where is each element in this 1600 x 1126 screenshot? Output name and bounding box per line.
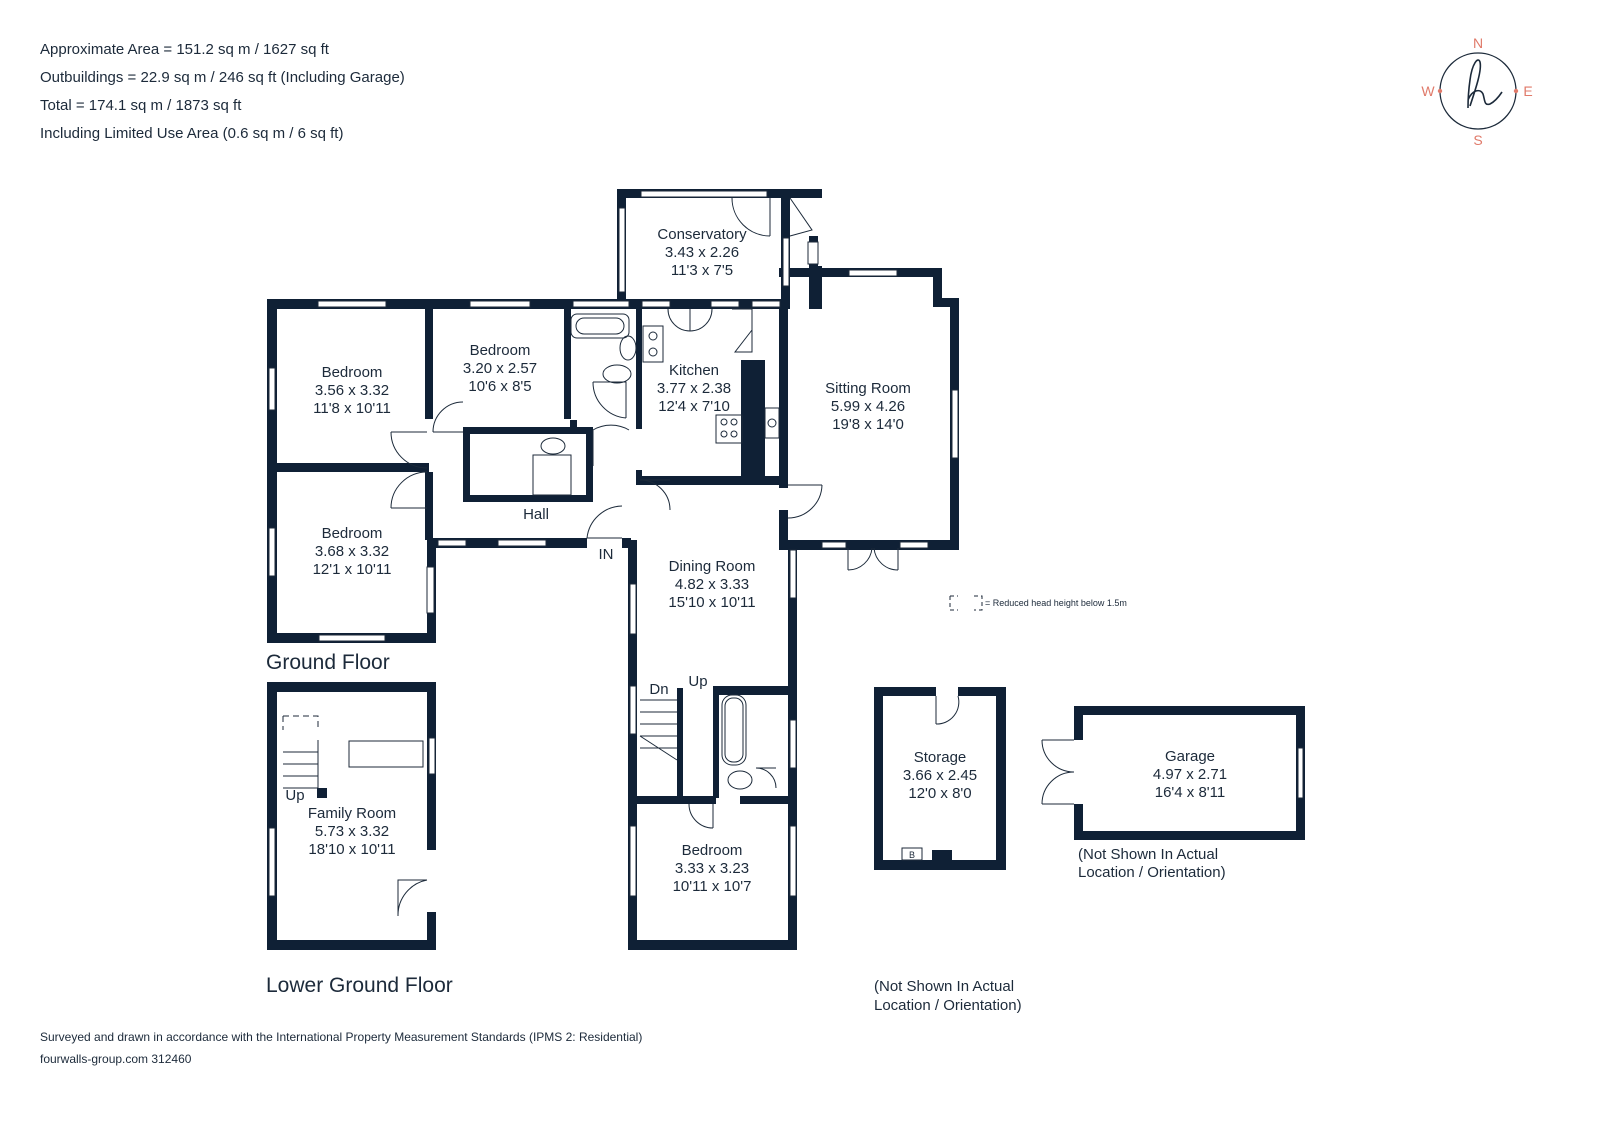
approximate-area: Approximate Area = 151.2 sq m / 1627 sq … — [40, 41, 329, 58]
kitchen-name: Kitchen — [669, 362, 719, 379]
logo-mark — [1467, 59, 1503, 109]
sitting-room-imperial: 19'8 x 14'0 — [832, 416, 904, 433]
garage-outbuilding: Garage 4.97 x 2.71 16'4 x 8'11 — [1041, 706, 1305, 840]
area-summary: Approximate Area = 151.2 sq m / 1627 sq … — [40, 36, 405, 148]
storage-metric: 3.66 x 2.45 — [903, 767, 977, 784]
compass-east: E — [1523, 83, 1532, 99]
hall-name: Hall — [523, 506, 549, 523]
bedroom1-imperial: 11'8 x 10'11 — [313, 400, 391, 417]
ground-floor-doors — [390, 197, 899, 829]
storage-note-line1: (Not Shown In Actual — [874, 978, 1014, 995]
reduced-height-note: = Reduced head height below 1.5m — [985, 598, 1127, 608]
stairs-down-label: Dn — [649, 681, 668, 698]
footer: Surveyed and drawn in accordance with th… — [40, 1026, 642, 1070]
bedroom2-imperial: 10'6 x 8'5 — [468, 378, 531, 395]
limited-use-area: Including Limited Use Area (0.6 sq m / 6… — [40, 125, 344, 142]
garage-metric: 4.97 x 2.71 — [1153, 766, 1227, 783]
bedroom1-name: Bedroom — [322, 364, 383, 381]
stairs-up-label: Up — [688, 673, 707, 690]
dining-room-imperial: 15'10 x 10'11 — [668, 594, 755, 611]
bedroom3-name: Bedroom — [322, 525, 383, 542]
bedroom3-metric: 3.68 x 3.32 — [315, 543, 389, 560]
compass-north: N — [1473, 35, 1483, 51]
bedroom3-imperial: 12'1 x 10'11 — [313, 561, 392, 578]
conservatory-name: Conservatory — [657, 226, 747, 243]
total-area: Total = 174.1 sq m / 1873 sq ft — [40, 97, 242, 114]
compass-south: S — [1473, 132, 1482, 148]
garage-name: Garage — [1165, 748, 1215, 765]
compass-icon: N S E W — [1421, 35, 1532, 148]
bedroom1-metric: 3.56 x 3.32 — [315, 382, 389, 399]
bedroom2-name: Bedroom — [470, 342, 531, 359]
family-room-metric: 5.73 x 3.32 — [315, 823, 389, 840]
sitting-room-name: Sitting Room — [825, 380, 911, 397]
outbuildings-area: Outbuildings = 22.9 sq m / 246 sq ft (In… — [40, 69, 405, 86]
storage-outbuilding: B Storage 3.66 x 2.45 12'0 x 8'0 — [874, 687, 1006, 870]
ground-floor-labels: Conservatory 3.43 x 2.26 11'3 x 7'5 Bedr… — [266, 226, 911, 895]
ground-floor-windows — [268, 190, 959, 897]
bedroom4-imperial: 10'11 x 10'7 — [673, 878, 752, 895]
storage-imperial: 12'0 x 8'0 — [908, 785, 971, 802]
dining-room-name: Dining Room — [669, 558, 756, 575]
lower-ground-floor-title: Lower Ground Floor — [266, 974, 453, 997]
sitting-room-metric: 5.99 x 4.26 — [831, 398, 905, 415]
garage-note-line2: Location / Orientation) — [1078, 864, 1226, 881]
conservatory-metric: 3.43 x 2.26 — [665, 244, 739, 261]
family-room-name: Family Room — [308, 805, 396, 822]
kitchen-metric: 3.77 x 2.38 — [657, 380, 731, 397]
bedroom2-metric: 3.20 x 2.57 — [463, 360, 537, 377]
kitchen-imperial: 12'4 x 7'10 — [658, 398, 730, 415]
ground-floor-title: Ground Floor — [266, 651, 390, 674]
bedroom4-name: Bedroom — [682, 842, 743, 859]
fixtures — [532, 313, 780, 790]
garage-note-line1: (Not Shown In Actual — [1078, 846, 1218, 863]
boiler-marker: B — [909, 850, 915, 860]
reduced-height-legend: = Reduced head height below 1.5m — [949, 595, 1127, 611]
family-room-imperial: 18'10 x 10'11 — [308, 841, 395, 858]
lower-ground-floor: Up Family Room 5.73 x 3.32 18'10 x 10'11… — [266, 682, 453, 997]
conservatory-imperial: 11'3 x 7'5 — [671, 262, 733, 279]
reference-number: fourwalls-group.com 312460 — [40, 1052, 192, 1066]
dining-room-metric: 4.82 x 3.33 — [675, 576, 749, 593]
bedroom4-metric: 3.33 x 3.23 — [675, 860, 749, 877]
compass-west: W — [1421, 83, 1435, 99]
storage-name: Storage — [914, 749, 967, 766]
standards-note: Surveyed and drawn in accordance with th… — [40, 1030, 643, 1044]
lower-stairs-up-label: Up — [285, 787, 304, 804]
storage-note-line2: Location / Orientation) — [874, 997, 1022, 1014]
entrance-marker: IN — [599, 546, 614, 563]
garage-imperial: 16'4 x 8'11 — [1155, 784, 1226, 801]
